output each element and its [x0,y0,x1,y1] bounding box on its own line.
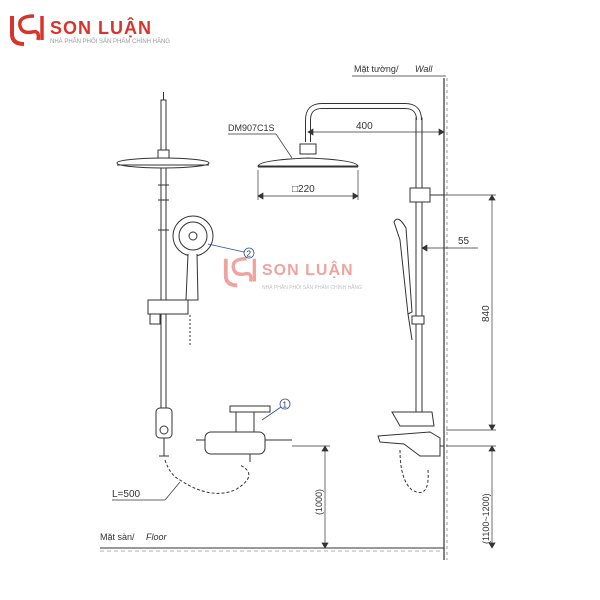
brand-logo [8,12,208,52]
watermark-logo-icon [223,257,256,288]
floor-label-en: Floor [146,532,168,542]
mixer-height-dimension [292,445,330,549]
front-view [116,92,292,494]
brand-tagline: NHÀ PHÂN PHỐI SẢN PHẨM CHÍNH HÃNG [50,39,171,45]
riser-height-label: 840 [481,305,492,322]
model-label: DM907C1S [228,123,275,133]
arm-length-label: 400 [356,121,373,132]
offset-label: 55 [458,236,470,247]
riser-height-dimension [430,194,496,431]
wall [352,75,448,560]
logo-mark-icon [10,14,44,46]
watermark-brand-name: SON LUẬN [262,262,354,279]
mixer-height-label: (1000) [314,489,324,515]
side-view [257,103,444,493]
offset-dimension [421,244,478,252]
install-height-dimension [446,445,496,549]
watermark-tagline: NHÀ PHÂN PHỐI SẢN PHẨM CHÍNH HÃNG [262,285,363,291]
hose-length-label: L=500 [112,489,141,500]
head-size-dimension [257,170,359,200]
callout-2 [243,247,255,259]
floor [100,547,444,552]
model-leader-tip [275,133,293,159]
callout-2-number: 2 [247,250,252,259]
callout-1-leader [261,406,282,421]
callout-1 [279,398,291,410]
head-size-label: □220 [292,184,315,195]
wall-label-en: Wall [415,64,433,74]
wall-label-vi: Mặt tường/ [354,64,399,74]
floor-label-vi: Mặt sàn/ [100,532,135,542]
hose-leader-tip [164,481,181,501]
callout-1-number: 1 [283,401,288,410]
callout-2-leader [207,243,245,253]
arm-length-dimension [307,128,445,136]
brand-name: SON LUẬN [50,18,152,38]
install-height-label: (1100~1200) [481,493,491,544]
